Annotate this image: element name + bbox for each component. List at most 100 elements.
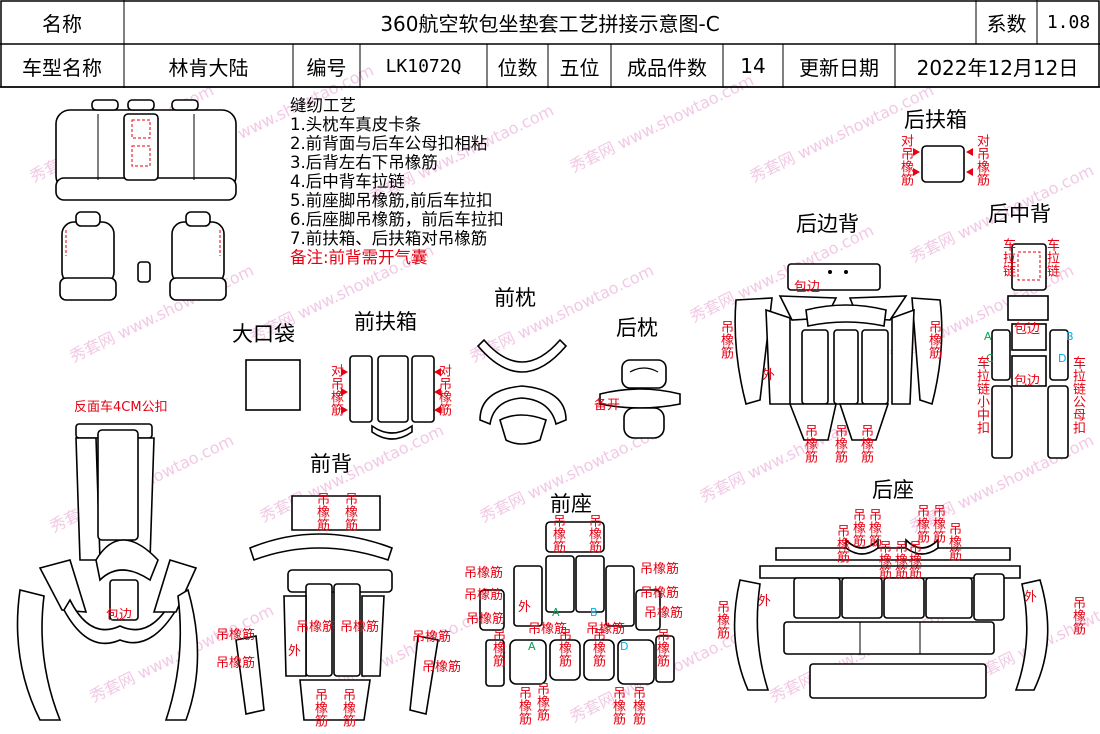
annotation-diao-xiang-jin: 吊橡筋: [718, 320, 733, 359]
annotation-dui-diao: 对吊橡筋: [436, 364, 451, 416]
annotation-che-la-lian: 车拉链: [1044, 238, 1059, 277]
label-front-seat: 前座: [550, 492, 592, 516]
seats-value: 五位: [559, 55, 600, 80]
label-front-armrest: 前扶箱: [354, 310, 417, 334]
process-step: 4.后中背车拉链: [290, 172, 405, 191]
pieces-value: 14: [740, 54, 766, 78]
annotation-diao-xiang-jin: 吊橡筋: [550, 514, 565, 553]
annotation-che-la-lian-xiao-zhong-kou: 车拉链小中扣: [974, 356, 989, 434]
annotation-diao-xiang-jin: 吊橡筋: [216, 628, 256, 643]
process-step: 2.前背面与后车公母扣相粘: [290, 134, 488, 153]
annotation-diao-xiang-jin: 吊橡筋: [644, 606, 684, 621]
page-title: 360航空软包坐垫套工艺拼接示意图-C: [380, 11, 720, 36]
annotation-wai: 外: [518, 600, 532, 615]
annotation-diao-xiang-jin: 吊橡筋: [802, 424, 817, 463]
annotation-diao-xiang-jin: 吊橡筋: [850, 508, 865, 547]
rear-pillow-pieces: [599, 359, 681, 439]
process-note: 备注:前背需开气囊: [290, 248, 428, 267]
label-front-back: 前背: [310, 452, 352, 476]
annotation-diao-xiang-jin: 吊橡筋: [876, 540, 891, 579]
annotation-diao-xiang-jin: 吊橡筋: [412, 630, 452, 645]
annotation-diao-xiang-jin: 吊橡筋: [610, 686, 625, 725]
annotation-diao-xiang-jin: 吊橡筋: [342, 492, 357, 531]
rear-armrest-piece: [921, 145, 965, 183]
annotation-bao-bian: 包边: [1014, 374, 1041, 389]
annotation-diao-xiang-jin: 吊橡筋: [654, 628, 669, 667]
mark-d: D: [620, 640, 628, 653]
mark-d: D: [1058, 352, 1066, 365]
annotation-diao-xiang-jin: 吊橡筋: [586, 622, 626, 637]
annotation-dui-diao: 对吊橡筋: [328, 364, 343, 416]
label-big-pocket: 大口袋: [232, 322, 295, 346]
mark-c: C: [986, 352, 994, 365]
annotation-diao-xiang-jin: 吊橡筋: [834, 524, 849, 563]
annotation-diao-xiang-jin: 吊橡筋: [926, 320, 941, 359]
annotation-diao-xiang-jin: 吊橡筋: [640, 586, 680, 601]
header-grid: [0, 0, 1100, 88]
annotation-diao-xiang-jin: 吊橡筋: [528, 622, 568, 637]
annotation-diao-xiang-jin: 吊橡筋: [312, 688, 327, 727]
annotation-wai: 外: [762, 368, 776, 383]
coef-value: 1.08: [1046, 11, 1091, 33]
annotation-diao-xiang-jin: 吊橡筋: [422, 660, 462, 675]
annotation-diao-xiang-jin: 吊橡筋: [296, 620, 336, 635]
annotation-diao-xiang-jin: 吊橡筋: [930, 504, 945, 543]
annotation-diao-xiang-jin: 吊橡筋: [464, 566, 504, 581]
label-rear-side-back: 后边背: [796, 212, 859, 236]
label-rear-seat: 后座: [872, 478, 914, 502]
annotation-bao-bian: 包边: [794, 280, 821, 295]
arrow-icons: [341, 148, 973, 414]
annotation-diao-xiang-jin: 吊橡筋: [832, 424, 847, 463]
annotation-wai: 外: [1024, 590, 1038, 605]
mark-b: B: [590, 606, 598, 619]
annotation-che-la-lian-gong-mu-kou: 车拉链公母扣: [1070, 356, 1085, 434]
coef-label: 系数: [986, 11, 1027, 36]
pieces-label: 成品件数: [627, 55, 707, 80]
label-rear-armrest: 后扶箱: [904, 108, 967, 132]
annotation-diao-xiang-jin: 吊橡筋: [866, 508, 881, 547]
mark-b: B: [1066, 330, 1074, 343]
front-armrest-pieces: [349, 355, 435, 440]
annotation-diao-xiang-jin: 吊橡筋: [464, 588, 504, 603]
model-label: 车型名称: [22, 55, 102, 80]
annotation-diao-xiang-jin: 吊橡筋: [892, 540, 907, 579]
annotation-diao-xiang-jin: 吊橡筋: [640, 562, 680, 577]
process-step: 7.前扶箱、后扶箱对吊橡筋: [290, 229, 488, 248]
code-value: LK1072Q: [385, 55, 462, 77]
annotation-diao-xiang-jin: 吊橡筋: [630, 686, 645, 725]
annotation-bei-kai: 备开: [594, 398, 621, 413]
annotation-diao-xiang-jin: 吊橡筋: [216, 656, 256, 671]
code-label: 编号: [306, 55, 347, 80]
process-step: 6.后座脚吊橡筋，前后车拉扣: [290, 210, 504, 229]
rear-bench-preview: [55, 99, 237, 201]
annotation-diao-xiang-jin: 吊橡筋: [906, 540, 921, 579]
annotation-diao-xiang-jin: 吊橡筋: [516, 686, 531, 725]
annotation-diao-xiang-jin: 吊橡筋: [466, 612, 506, 627]
model-value: 林肯大陆: [168, 55, 249, 80]
rear-seat-pieces: [733, 538, 1049, 699]
seats-label: 位数: [497, 55, 538, 80]
rear-mid-back-pieces: [991, 243, 1069, 459]
big-pocket-piece: [245, 359, 301, 411]
annotation-diao-xiang-jin: 吊橡筋: [534, 682, 549, 721]
front-seats-preview: [59, 211, 227, 301]
annotation-diao-xiang-jin: 吊橡筋: [714, 600, 729, 639]
front-seat-pieces: [479, 521, 675, 687]
annotation-diao-xiang-jin: 吊橡筋: [586, 514, 601, 553]
annotation-diao-xiang-jin: 吊橡筋: [1070, 596, 1085, 635]
label-rear-pillow: 后枕: [616, 316, 658, 340]
annotation-dui-diao: 对吊橡筋: [974, 134, 989, 186]
annotation-diao-xiang-jin: 吊橡筋: [858, 424, 873, 463]
process-step: 3.后背左右下吊橡筋: [290, 153, 438, 172]
annotation-diao-xiang-jin: 吊橡筋: [914, 504, 929, 543]
front-pillow-pieces: [476, 338, 568, 445]
annotation-dui-diao: 对吊橡筋: [898, 134, 913, 186]
mark-a: A: [552, 606, 560, 619]
rear-side-back-pieces: [734, 263, 943, 441]
annotation-wai: 外: [288, 644, 302, 659]
process-notes: 缝纫工艺 1.头枕车真皮卡条 2.前背面与后车公母扣相粘 3.后背左右下吊橡筋 …: [290, 96, 504, 267]
annotation-diao-xiang-jin: 吊橡筋: [946, 522, 961, 561]
annotation-bao-bian: 包边: [1014, 322, 1041, 337]
